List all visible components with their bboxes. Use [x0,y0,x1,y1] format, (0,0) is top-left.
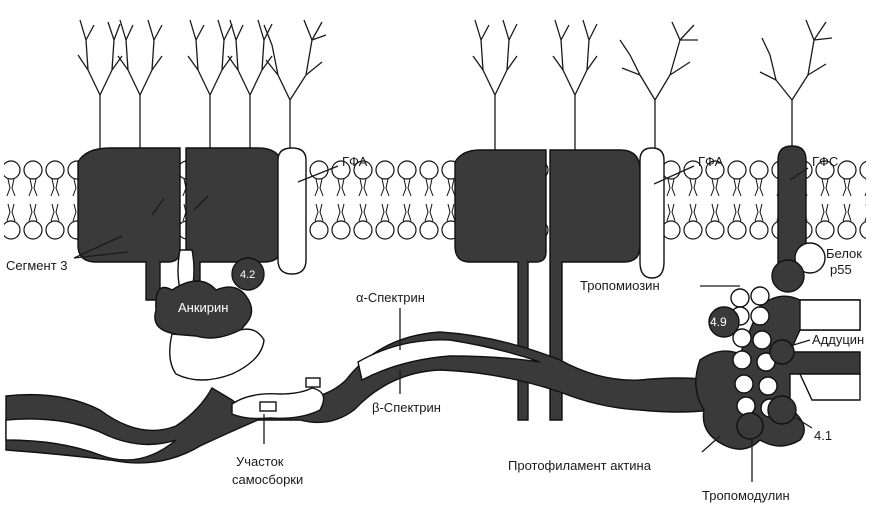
label-tropomyosin: Тропомиозин [580,278,660,293]
label-gfs: ГФС [812,154,838,169]
label-actin-protofilament: Протофиламент актина [508,458,652,473]
spectrin-network [6,332,712,463]
label-segment3: Сегмент 3 [6,258,68,273]
label-p55-line2: р55 [830,262,852,277]
label-ankyrin: Анкирин [178,300,228,315]
label-self-assembly-line1: Участок [236,454,284,469]
label-gfa-left: ГФА [342,154,368,169]
glycophorin-a-right [640,148,664,278]
label-beta-spectrin: β-Спектрин [372,400,441,415]
label-band41: 4.1 [814,428,832,443]
label-adducin: Аддуцин [812,332,864,347]
label-tropomodulin: Тропомодулин [702,488,790,503]
glycan-chains [78,20,832,150]
actin-junction [696,260,860,449]
label-self-assembly-line2: самосборки [232,472,303,487]
label-alpha-spectrin: α-Спектрин [356,290,425,305]
label-band49: 4.9 [710,315,727,329]
label-p55-line1: Белок [826,246,862,261]
glycophorin-a-left [278,148,306,274]
label-gfa-right: ГФА [698,154,724,169]
label-band42: 4.2 [240,269,255,281]
